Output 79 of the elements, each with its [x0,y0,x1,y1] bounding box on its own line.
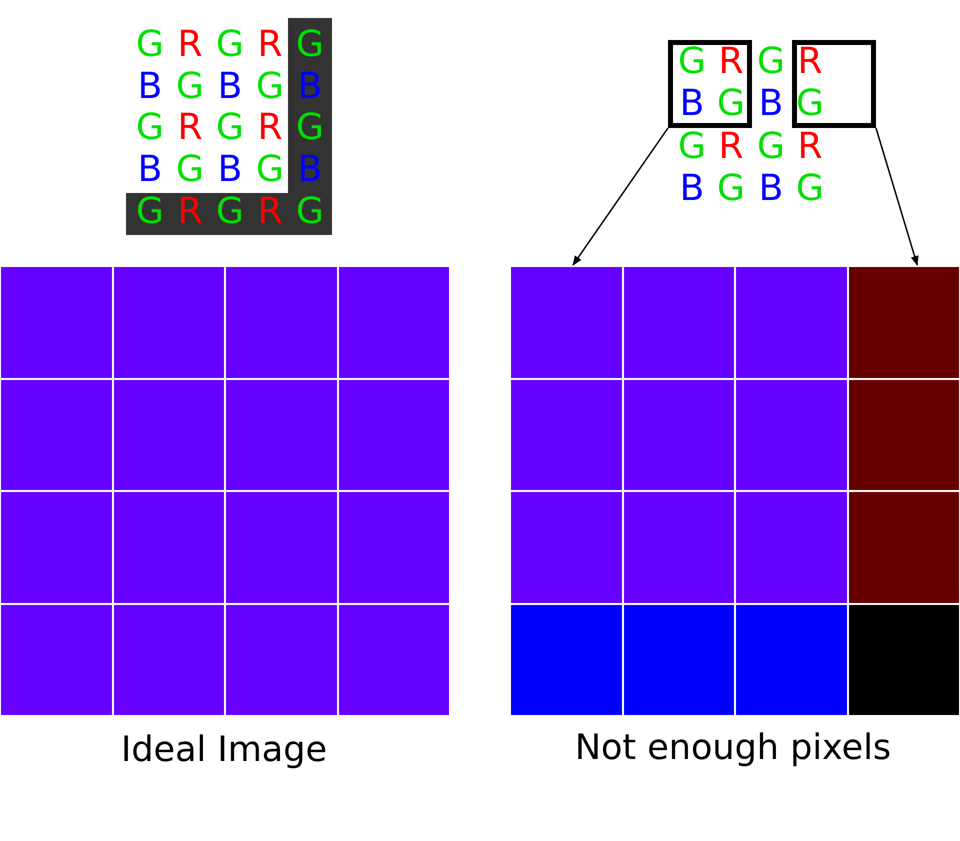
pixel-cell [338,378,450,491]
filter-letter: G [296,192,324,232]
pixel-cell [338,266,450,378]
filter-letter: R [258,192,282,232]
pixel-cell [510,491,622,604]
filter-letter: B [298,67,322,107]
pixel-cell [848,378,960,491]
caption: Ideal Image [121,730,327,770]
pixel-cell [622,491,735,604]
pixel-cell [338,604,450,716]
filter-letter: G [757,42,785,82]
filter-letter: G [136,25,164,65]
pixel-cell [112,491,225,604]
highlight-frame [792,40,876,128]
arrow [572,128,669,266]
filter-letter: G [296,108,324,148]
pixel-cell [225,266,338,378]
filter-letter: R [178,192,202,232]
caption: Not enough pixels [574,728,892,768]
pixel-cell [622,266,735,378]
filter-letter: R [798,127,822,167]
filter-letter: R [258,25,282,65]
filter-letter: G [678,127,706,167]
pixel-cell [735,266,848,378]
pixel-cell [0,266,112,378]
filter-letter: G [256,150,284,190]
filter-letter: B [218,150,242,190]
filter-letter: G [717,84,745,124]
pixel-cell [338,491,450,604]
filter-letter: R [718,127,744,167]
filter-letter: R [178,25,202,65]
filter-letter: B [218,67,242,107]
pixel-cell [848,491,960,604]
highlight-frame [668,40,752,128]
pixel-cell [0,491,112,604]
filter-letter: G [757,127,785,167]
filter-letter: G [678,42,706,82]
pixel-cell [0,378,112,491]
pixel-cell [225,491,338,604]
filter-letter: R [718,42,744,82]
filter-letter: G [136,192,164,232]
pixel-cell [112,266,225,378]
pixel-cell [225,378,338,491]
filter-letter: G [136,108,164,148]
filter-letter: R [798,42,822,82]
filter-letter: B [680,169,704,209]
filter-letter: G [717,169,745,209]
filter-letter: G [176,67,204,107]
pixel-cell [510,378,622,491]
pixel-cell [225,604,338,716]
filter-letter: B [298,150,322,190]
pixel-cell [848,266,960,378]
filter-letter: G [216,108,244,148]
filter-letter: R [178,108,202,148]
filter-letter: G [176,150,204,190]
pixel-cell [0,604,112,716]
filter-letter: G [216,192,244,232]
pixel-cell [510,604,622,716]
filter-letter: B [138,150,162,190]
pixel-cell [622,604,735,716]
filter-letter: B [680,84,704,124]
filter-letter: B [758,169,784,209]
filter-letter: R [258,108,282,148]
filter-letter: G [796,84,824,124]
pixel-cell [510,266,622,378]
filter-letter: G [296,25,324,65]
filter-letter: G [796,169,824,209]
pixel-cell [112,604,225,716]
pixel-cell [735,378,848,491]
pixel-cell [735,491,848,604]
pixel-cell [848,604,960,716]
filter-letter: G [256,67,284,107]
filter-letter: G [216,25,244,65]
arrow [875,128,918,266]
pixel-cell [622,378,735,491]
pixel-cell [112,378,225,491]
pixel-cell [735,604,848,716]
filter-letter: B [138,67,162,107]
filter-letter: B [758,84,784,124]
